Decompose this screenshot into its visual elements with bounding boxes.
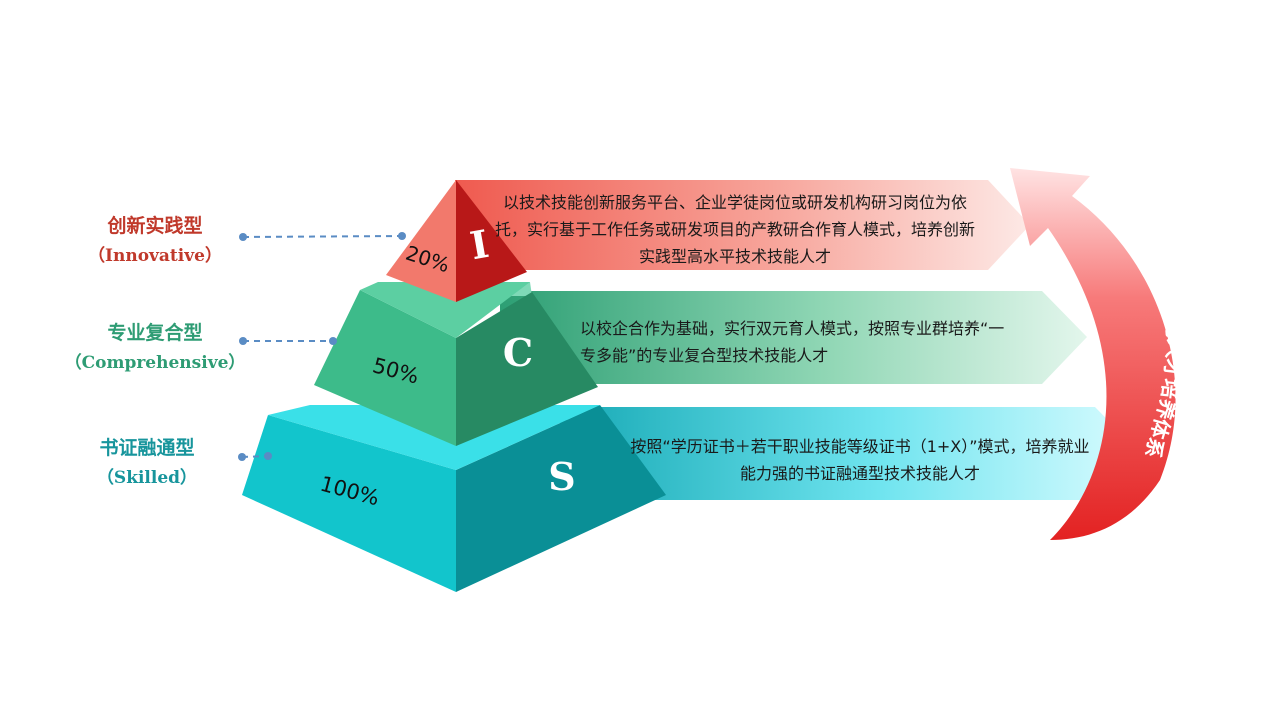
tier-s-right-face	[456, 405, 666, 592]
description-skilled: 按照“学历证书＋若干职业技能等级证书（1+X）”模式，培养就业能力强的书证融通型…	[630, 437, 1090, 483]
connector-skilled	[238, 452, 272, 461]
arrow-innovative	[455, 180, 1030, 270]
tier-c-letter: C	[503, 330, 533, 375]
label-innovative: 创新实践型 （Innovative）	[60, 211, 250, 271]
tier-s-letter: S	[548, 454, 575, 499]
label-comprehensive-cn: 专业复合型	[107, 322, 203, 344]
description-innovative: 以技术技能创新服务平台、企业学徒岗位或研发机构研习岗位为依托，实行基于工作任务或…	[494, 193, 975, 266]
label-skilled: 书证融通型 （Skilled）	[52, 433, 242, 493]
tier-s-left-face	[242, 415, 456, 592]
label-comprehensive: 专业复合型 （Comprehensive）	[60, 318, 250, 378]
arrow-comprehensive	[500, 291, 1087, 384]
label-innovative-en: （Innovative）	[88, 246, 222, 266]
tier-i-left-face	[386, 180, 456, 302]
tier-c-left-face	[314, 290, 456, 446]
tier-c-right-face	[456, 292, 598, 446]
arrow-skilled	[560, 407, 1140, 500]
description-comprehensive: 以校企合作为基础，实行双元育人模式，按照专业群培养“一专多能”的专业复合型技术技…	[580, 319, 1005, 365]
label-skilled-en: （Skilled）	[96, 468, 198, 488]
label-skilled-cn: 书证融通型	[99, 437, 195, 459]
label-comprehensive-en: （Comprehensive）	[64, 353, 246, 373]
label-innovative-cn: 创新实践型	[107, 215, 203, 237]
connector-comprehensive	[239, 337, 337, 345]
tier-i-right-face	[456, 180, 527, 302]
cycle-arrow	[1010, 168, 1176, 540]
connector-innovative	[239, 232, 406, 241]
tier-c-top-face	[360, 282, 530, 338]
tier-s-top-face	[268, 405, 600, 470]
